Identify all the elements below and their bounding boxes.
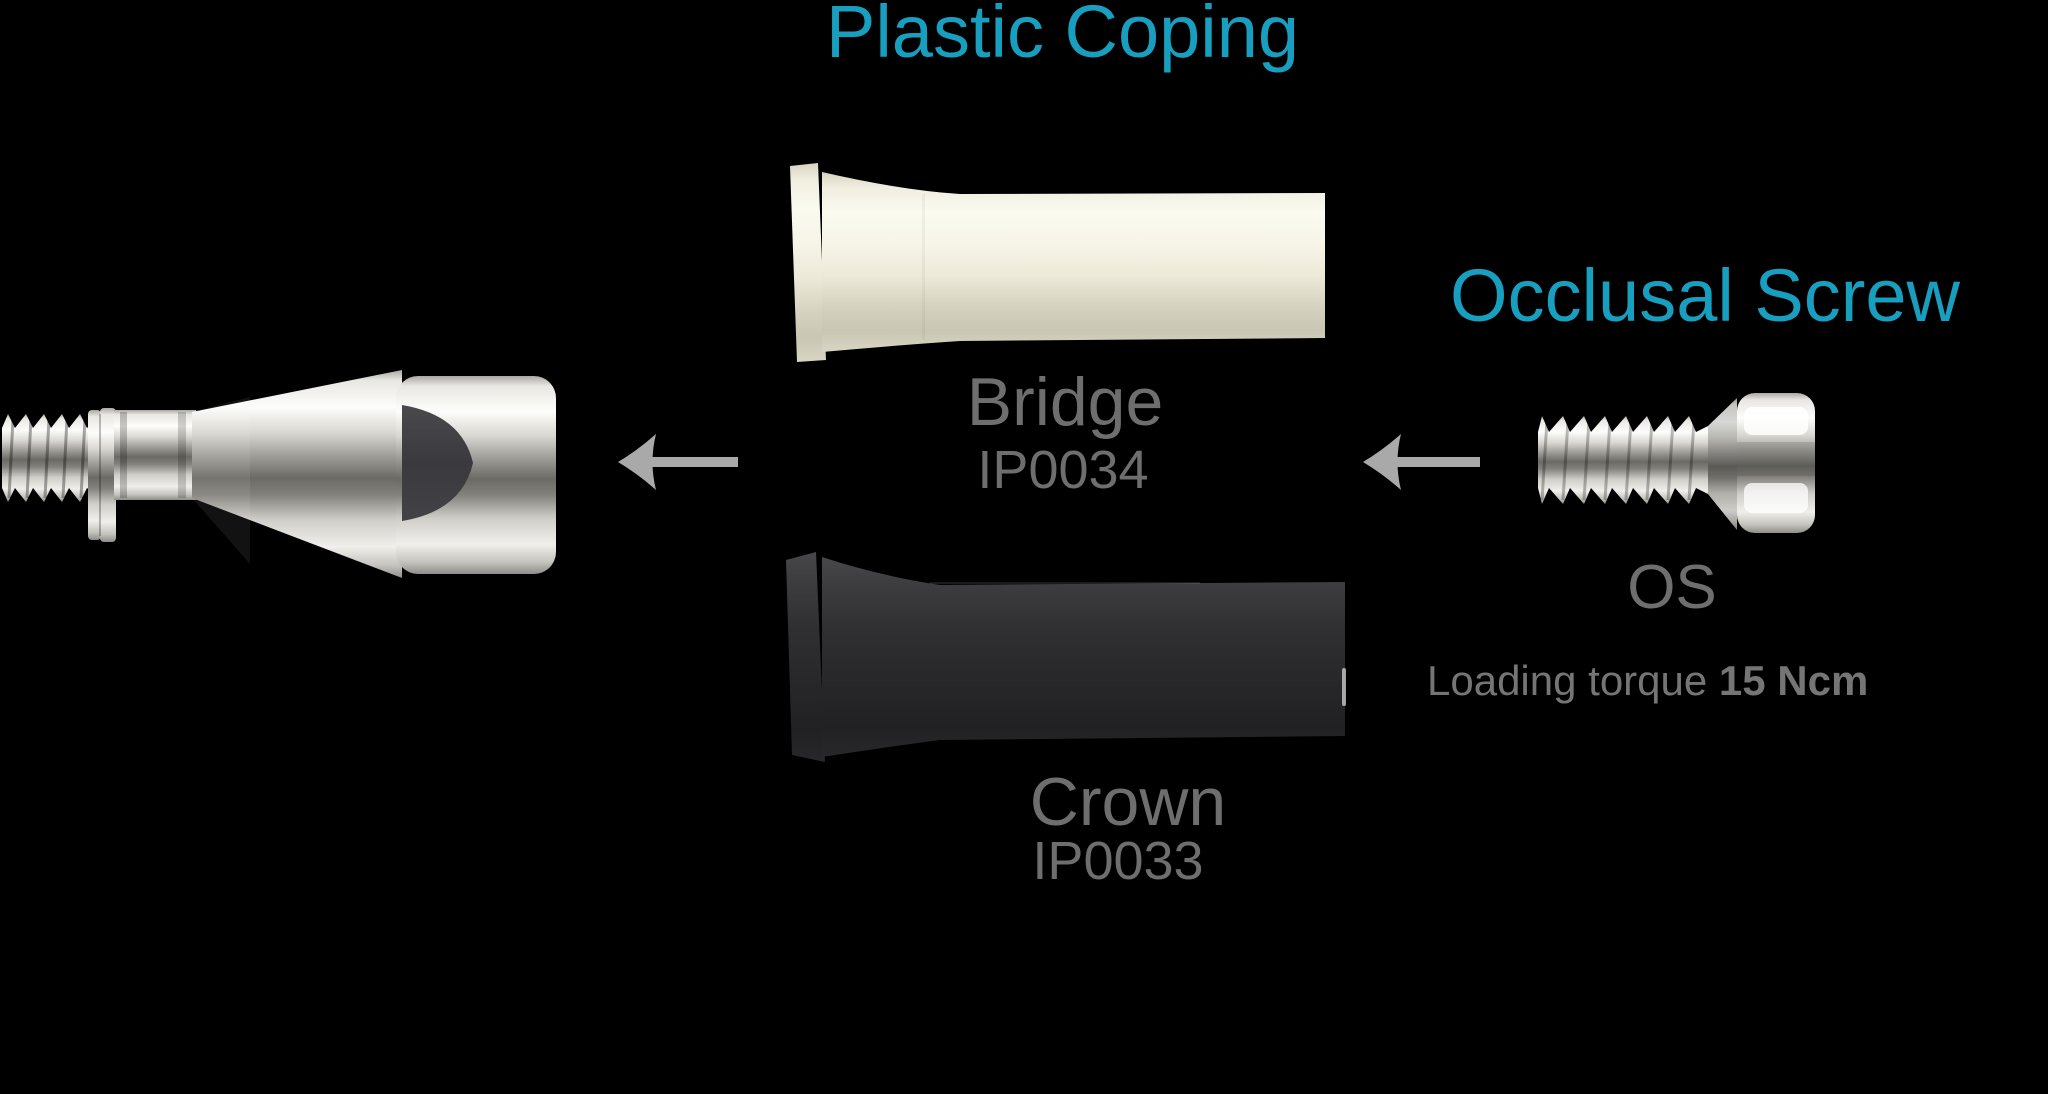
arrow-left-icon (1363, 434, 1480, 490)
os-label: OS (1627, 553, 1717, 622)
abutment-illustration (2, 370, 556, 578)
arrow-left-icon (618, 434, 738, 490)
bridge-coping-illustration (790, 163, 1325, 362)
crown-coping-body (822, 557, 1345, 757)
loading-torque-text: Loading torque 15 Ncm (1427, 660, 1868, 702)
screw-transition (1708, 398, 1737, 530)
occlusal-screw-illustration (1538, 393, 1815, 533)
abutment-thread (2, 414, 92, 502)
abutment-cone (192, 370, 402, 578)
bridge-coping-body (822, 172, 1325, 352)
crown-coping-illustration (786, 552, 1346, 762)
crown-coping-flange (786, 552, 825, 762)
thread-shadows (7, 417, 87, 499)
crown-code: IP0033 (1032, 831, 1204, 891)
loading-torque-value: 15 Ncm (1718, 657, 1869, 704)
bridge-label: Bridge (966, 364, 1164, 440)
abutment-recess (402, 405, 473, 521)
bridge-coping-flange (790, 163, 826, 362)
abutment-collar-1 (88, 410, 101, 540)
abutment-neck (114, 410, 196, 500)
crown-label: Crown (1029, 764, 1227, 840)
plastic-coping-title: Plastic Coping (825, 0, 1299, 73)
abutment-collar-2 (100, 408, 116, 542)
occlusal-screw-title: Occlusal Screw (1450, 254, 1960, 337)
screw-thread-shadows (1540, 419, 1696, 501)
screw-thread (1538, 416, 1708, 504)
bridge-code: IP0034 (977, 440, 1149, 500)
loading-torque-prefix: Loading torque (1427, 657, 1719, 704)
